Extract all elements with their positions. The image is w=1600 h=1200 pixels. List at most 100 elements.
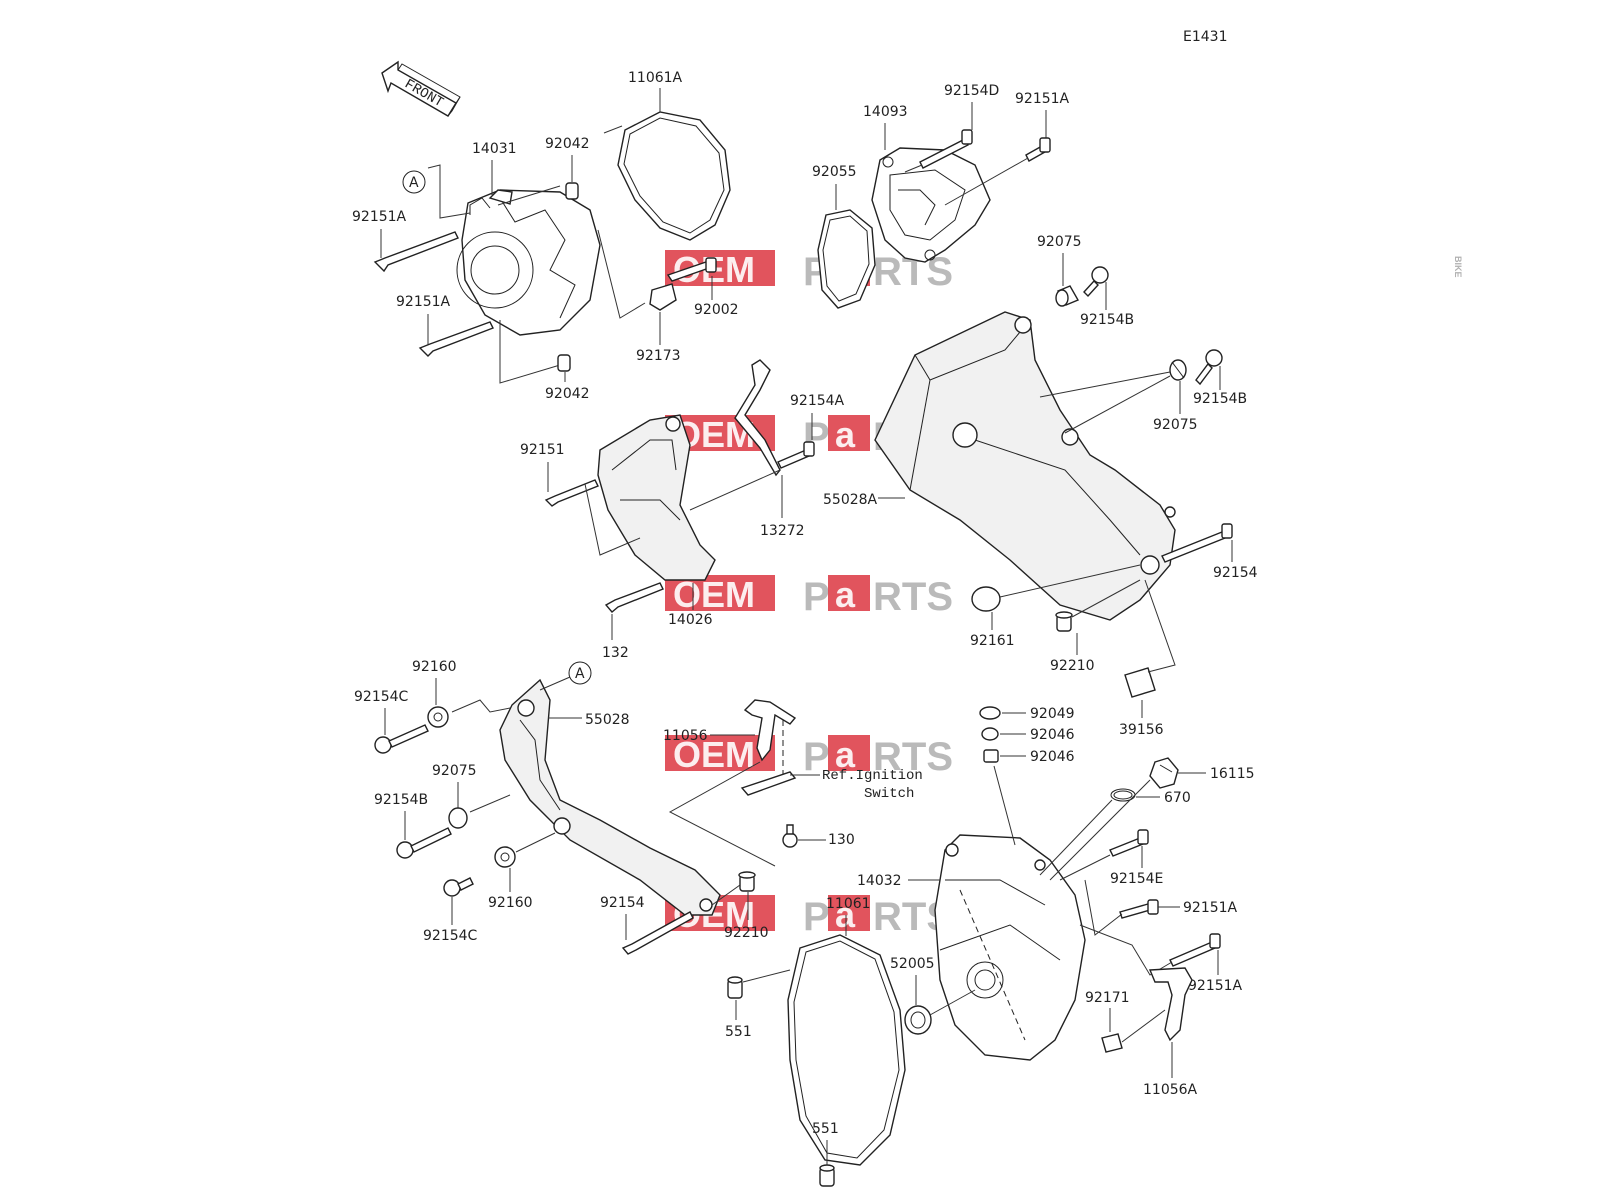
ignition-switch-ref-plate (740, 771, 797, 796)
part-label: 14026 (668, 612, 713, 628)
grommet-92075 (1055, 285, 1080, 307)
bracket-11056A (1148, 967, 1193, 1042)
leader-line (689, 469, 781, 511)
leader-line (711, 884, 741, 906)
bolt-92154 (1161, 523, 1233, 563)
bracket-11056 (743, 699, 797, 762)
bolt-92154C (443, 877, 474, 897)
part-label: 55028A (823, 492, 878, 508)
leader-line (1039, 799, 1113, 876)
bolt-92154D (919, 129, 973, 169)
cover-55028A (874, 311, 1176, 621)
part-label: 52005 (890, 956, 935, 972)
part-label: 92154A (790, 393, 845, 409)
bracket-13272 (734, 359, 781, 477)
bolt-92151 (544, 479, 599, 507)
part-label: 14093 (863, 104, 908, 120)
part-label: 16115 (1210, 766, 1255, 782)
bolt-92151A (373, 231, 459, 273)
part-label: 92046 (1030, 749, 1075, 765)
part-label: 92154B (1193, 391, 1247, 407)
front-arrow-icon: FRONT (381, 60, 461, 117)
part-label: 130 (828, 832, 855, 848)
bolt-92154C (374, 724, 429, 754)
part-label: 92210 (1050, 658, 1095, 674)
svg-text:a: a (835, 734, 856, 775)
leader-line (451, 699, 511, 713)
ref-a-marker: A (402, 170, 426, 194)
svg-text:P: P (803, 575, 830, 619)
clutch-cover-14032 (934, 834, 1086, 1061)
dowel-pin-551 (819, 1164, 835, 1187)
gasket-11061 (787, 934, 906, 1166)
cover-55028 (499, 678, 721, 916)
guard-14026 (597, 414, 716, 581)
part-label: 92151A (352, 209, 407, 225)
part-label: 92171 (1085, 990, 1130, 1006)
part-label: 92154C (423, 928, 478, 944)
plug-92161 (971, 586, 1001, 612)
leader-line (1144, 579, 1176, 673)
part-label: 92151 (520, 442, 565, 458)
oil-level-gauge-52005 (904, 1005, 932, 1035)
part-label: 92154D (944, 83, 999, 99)
leader-line (1049, 779, 1151, 881)
bolt-92151A (1119, 899, 1159, 919)
leader-line (929, 989, 976, 1016)
part-label: 92046 (1030, 727, 1075, 743)
part-label: 92151A (1188, 978, 1243, 994)
bolt-92154B (1083, 266, 1109, 298)
svg-text:a: a (835, 414, 856, 455)
leader-line (497, 185, 561, 206)
ref-note-line2: Switch (864, 786, 914, 802)
svg-text:OEM: OEM (673, 574, 755, 615)
bolt-92151A (1025, 137, 1051, 162)
leader-line (1071, 579, 1141, 618)
bolt-92151A (418, 321, 494, 357)
bolt-92154 (621, 911, 694, 955)
part-label: 92161 (970, 633, 1015, 649)
bolt-92002 (666, 257, 717, 282)
part-label: 551 (812, 1121, 839, 1137)
collar-92210 (738, 871, 756, 892)
gasket-11061A (617, 111, 731, 241)
leader-line (539, 676, 571, 691)
svg-text:P: P (803, 735, 830, 779)
leader-line (499, 320, 561, 384)
part-label: 92160 (488, 895, 533, 911)
bolt-92154A (777, 441, 815, 469)
bolt-92151A (1169, 933, 1221, 967)
part-label: 92075 (432, 763, 477, 779)
leader-line (515, 832, 556, 853)
svg-text:FRONT: FRONT (402, 76, 446, 111)
part-label: 92049 (1030, 706, 1075, 722)
leader-line (742, 969, 791, 983)
leader-line (1064, 375, 1171, 434)
leader-line (993, 765, 1016, 846)
filler-cap-16115 (1149, 757, 1179, 789)
part-label: 92154B (1080, 312, 1134, 328)
part-label: 92210 (724, 925, 769, 941)
leader-line (603, 125, 623, 134)
leader-line (999, 564, 1141, 598)
watermark: OEM BIKE P a RTS (665, 249, 1463, 294)
grommet-92075 (448, 807, 468, 829)
part-label: 551 (725, 1024, 752, 1040)
ref-a-marker: A (568, 661, 592, 685)
bolt-130 (782, 824, 798, 848)
leader-line (1039, 371, 1171, 398)
grommet-92075 (1169, 359, 1187, 381)
collar-92160 (427, 706, 449, 728)
leader-line (668, 761, 776, 867)
dowel-pin-92042 (557, 354, 571, 372)
part-label: 92173 (636, 348, 681, 364)
part-label: 39156 (1119, 722, 1164, 738)
part-label: 92002 (694, 302, 739, 318)
clip-92171 (1101, 1033, 1123, 1053)
svg-text:RTS: RTS (873, 575, 953, 619)
leader-line (469, 794, 511, 813)
part-label: 11056 (663, 728, 708, 744)
part-label: 55028 (585, 712, 630, 728)
part-label: 92154 (1213, 565, 1258, 581)
part-label: 11056A (1143, 1082, 1198, 1098)
